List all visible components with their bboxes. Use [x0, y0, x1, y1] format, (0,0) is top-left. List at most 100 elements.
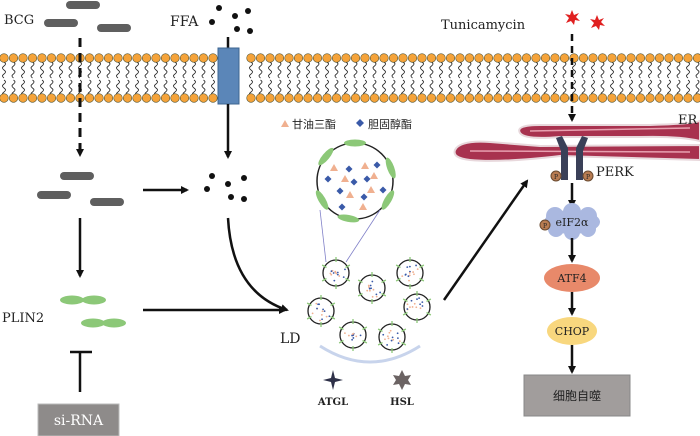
lipid-head	[189, 93, 199, 103]
lipid-head	[483, 93, 494, 103]
lipid-head	[436, 53, 446, 63]
lipid-head	[388, 93, 399, 103]
lipid-tail	[201, 61, 206, 97]
lipid-head	[512, 53, 522, 63]
lipid-tail	[448, 61, 453, 97]
lipid-droplet	[338, 319, 368, 351]
bcg-bacteria-intracellular	[37, 172, 124, 206]
lipid-tail	[192, 61, 196, 97]
lipid-tail	[363, 61, 367, 97]
plin2-on-ld	[344, 139, 366, 147]
lipid-tail	[572, 61, 576, 97]
lipid-tail	[496, 61, 500, 97]
lipid-head	[588, 93, 598, 103]
ffa-molecules-inside	[204, 173, 247, 202]
lipid-head	[170, 53, 180, 63]
lipid-head	[664, 53, 674, 63]
lipid-head	[493, 93, 503, 103]
lipid-head	[56, 53, 66, 63]
lipid-tail	[97, 61, 101, 97]
lipid-head	[607, 93, 617, 103]
lipid-head	[369, 93, 380, 103]
lipid-head	[388, 53, 399, 63]
lipid-head	[474, 93, 484, 103]
lipid-head	[360, 93, 370, 103]
lipid-tail	[125, 61, 130, 97]
lipid-head	[464, 53, 475, 63]
triglyceride-icon	[341, 175, 349, 182]
lipid-head	[664, 93, 674, 103]
lipid-head	[331, 93, 342, 103]
lipid-head	[0, 53, 9, 63]
lipid-head	[398, 93, 408, 103]
lipolysis-arc	[319, 344, 421, 364]
lipid-tail	[296, 61, 301, 97]
lipid-head	[27, 53, 38, 63]
lipid-head	[474, 53, 484, 63]
lipid-head	[151, 93, 161, 103]
lipid-head	[8, 53, 19, 63]
lipid-tail	[610, 61, 614, 97]
lipid-droplet	[357, 272, 387, 304]
lipid-tail	[315, 61, 320, 97]
lipid-tail	[40, 61, 44, 97]
lipid-head	[94, 93, 104, 103]
lipid-tail	[458, 61, 462, 97]
lipid-head	[626, 53, 636, 63]
lipid-head	[18, 53, 28, 63]
lipid-head	[426, 53, 437, 63]
autophagy-label: 细胞自噬	[553, 388, 601, 403]
lipid-tail	[211, 61, 215, 97]
lipid-head	[502, 93, 513, 103]
lipid-head	[65, 93, 76, 103]
lipid-head	[37, 93, 47, 103]
lipid-tail	[106, 61, 111, 97]
plin2-label: PLIN2	[2, 311, 44, 326]
lipid-head	[521, 53, 532, 63]
lipid-tail	[334, 61, 339, 97]
lipid-tail	[163, 61, 168, 97]
lipid-droplet	[402, 291, 432, 323]
lipid-tail	[591, 61, 595, 97]
lipid-head	[84, 93, 95, 103]
triglyceride-icon	[361, 162, 369, 169]
lipid-tail	[249, 61, 253, 97]
ld-label: LD	[280, 331, 301, 347]
ffa-to-ld-arrow	[226, 217, 289, 312]
eif2a-cloud	[544, 203, 600, 240]
lipid-head	[8, 93, 19, 103]
lipid-head	[379, 53, 389, 63]
lipid-tail	[562, 61, 567, 97]
lipid-tail	[30, 61, 35, 97]
lipid-tail	[505, 61, 510, 97]
lipid-head	[398, 53, 408, 63]
lipid-head	[293, 53, 304, 63]
phospho-label: P	[543, 223, 547, 230]
lipid-head	[265, 93, 275, 103]
lipid-tail	[325, 61, 329, 97]
triglyceride-legend-label: 甘油三酯	[292, 117, 336, 131]
lipid-tail	[173, 61, 177, 97]
triglyceride-icon	[346, 191, 354, 198]
lipid-tail	[477, 61, 481, 97]
cholesteryl-ester-icon	[338, 203, 346, 211]
lipid-head	[274, 53, 285, 63]
lipid-head	[683, 53, 693, 63]
lipid-tail	[287, 61, 291, 97]
fatty-acid-transporter	[217, 47, 240, 105]
cholesteryl-ester-legend-label: 胆固醇酯	[368, 117, 412, 131]
lipid-head	[635, 53, 646, 63]
lipid-head	[417, 53, 427, 63]
lipid-droplet	[306, 295, 336, 327]
lipid-tail	[68, 61, 73, 97]
lipid-head	[635, 93, 646, 103]
ffa-label: FFA	[170, 14, 199, 30]
lipid-head	[170, 93, 180, 103]
lipid-tail	[695, 61, 700, 97]
lipid-head	[322, 93, 332, 103]
lipid-droplet-magnified	[315, 139, 396, 223]
lipid-head	[350, 93, 361, 103]
lipid-head	[246, 93, 256, 103]
lipid-droplet-cluster	[306, 257, 432, 353]
lipid-head	[502, 53, 513, 63]
